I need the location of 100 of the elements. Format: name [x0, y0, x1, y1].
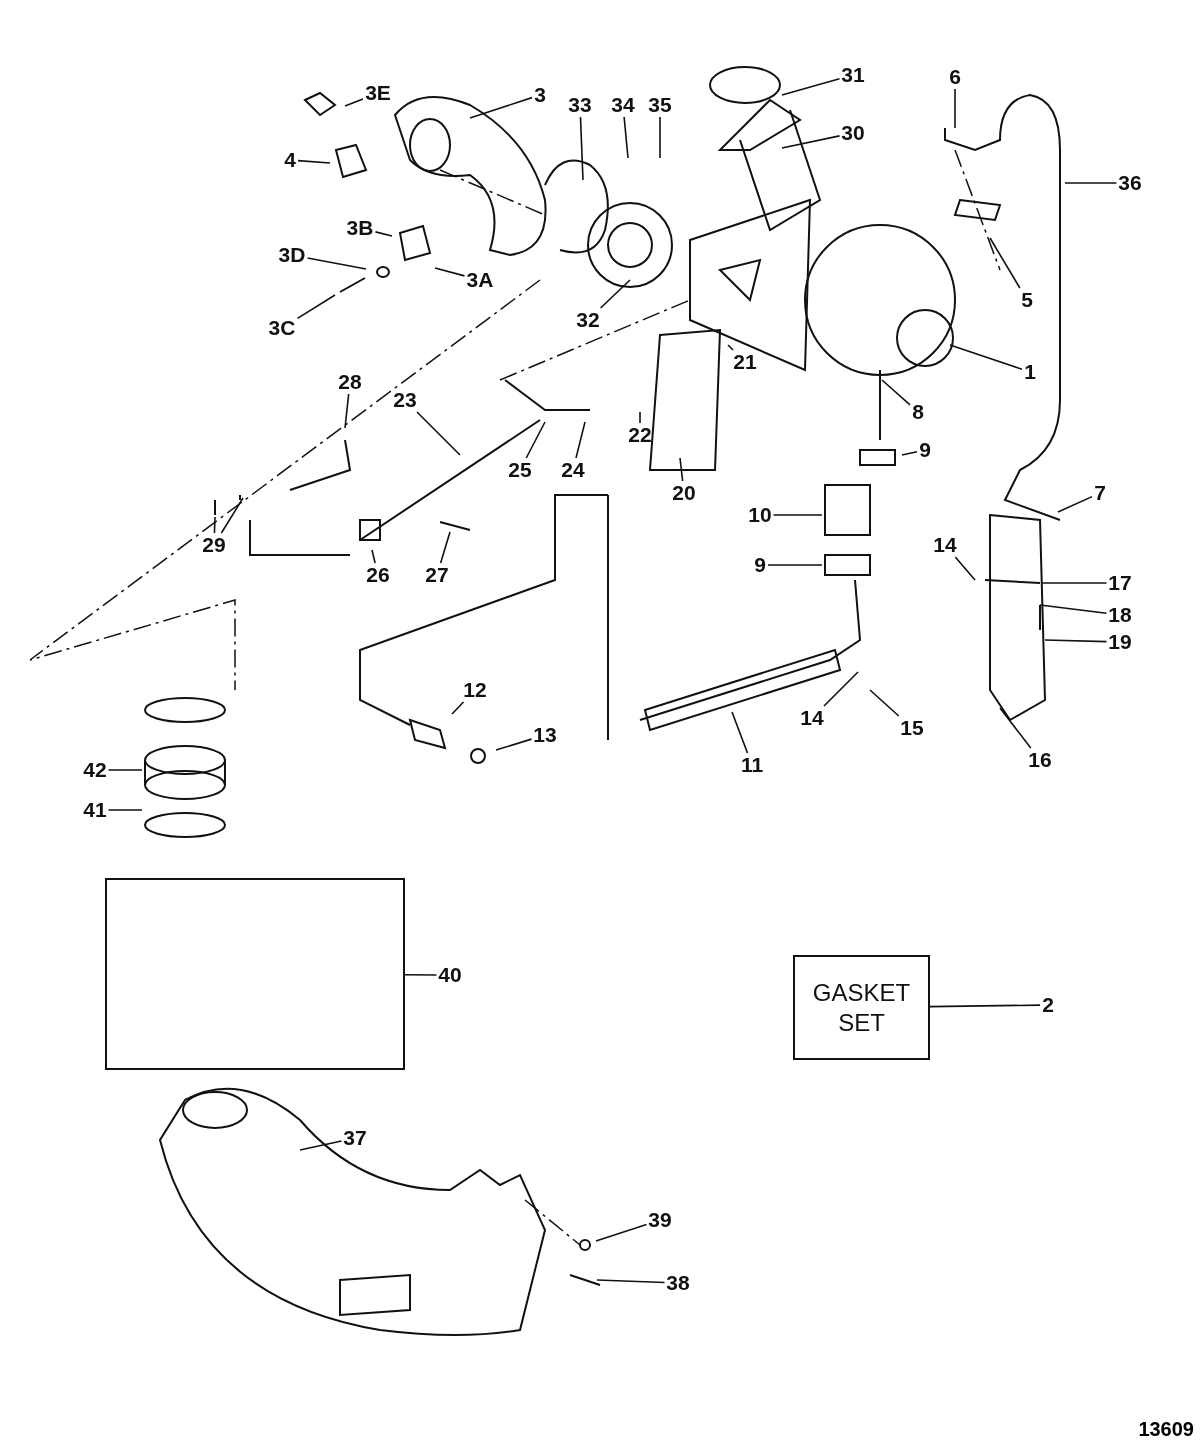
leader-line	[299, 1140, 343, 1151]
leader-line	[575, 421, 586, 459]
callout-number: 33	[566, 93, 594, 117]
callout-number: 30	[839, 121, 867, 145]
callout-number: 29	[200, 533, 228, 557]
leader-line	[439, 531, 451, 564]
leader-line	[767, 564, 823, 566]
callout-number: 4	[282, 148, 298, 172]
leader-line	[999, 707, 1032, 749]
leader-line	[374, 231, 393, 237]
callout-number: 3D	[276, 243, 308, 267]
callout-number: 31	[839, 63, 867, 87]
leader-line	[599, 279, 631, 309]
leader-line	[781, 78, 841, 96]
callout-number: 23	[391, 388, 419, 412]
callout-number: 8	[910, 400, 926, 424]
leader-line	[823, 671, 859, 707]
leader-line	[1057, 495, 1093, 513]
leader-line	[781, 135, 841, 149]
callout-number: 9	[752, 553, 768, 577]
callout-number: 14	[798, 706, 826, 730]
callout-number: 6	[947, 65, 963, 89]
leader-line	[107, 769, 143, 771]
leader-line	[434, 267, 466, 277]
callout-number: 12	[461, 678, 489, 702]
callout-number: 38	[664, 1271, 692, 1295]
leader-line	[881, 379, 911, 406]
callout-number: 26	[364, 563, 392, 587]
callout-number: 2	[1040, 993, 1056, 1017]
callout-number: 3E	[363, 81, 393, 105]
leader-line	[954, 88, 956, 129]
callout-number: 3C	[266, 316, 298, 340]
callout-number: 27	[423, 563, 451, 587]
leader-line	[1041, 582, 1108, 584]
leader-line	[344, 98, 364, 107]
leader-line	[731, 711, 749, 754]
leader-line	[1044, 639, 1108, 643]
callout-number: 10	[746, 503, 774, 527]
leader-line	[451, 701, 465, 715]
callout-number: 41	[81, 798, 109, 822]
callout-number: 19	[1106, 630, 1134, 654]
leader-line	[595, 1223, 648, 1242]
leader-line	[623, 116, 629, 159]
callout-number: 24	[559, 458, 587, 482]
leader-line	[639, 411, 641, 424]
leader-line	[495, 738, 533, 751]
callout-number: 36	[1116, 171, 1144, 195]
leader-line	[371, 549, 376, 564]
callout-number: 25	[506, 458, 534, 482]
leader-line	[344, 393, 350, 429]
leader-line	[220, 497, 244, 534]
leader-line	[213, 516, 216, 534]
leader-line	[416, 411, 461, 456]
kit-label: GASKET SET	[811, 977, 912, 1038]
leader-line	[929, 1004, 1041, 1008]
leader-line	[469, 96, 533, 119]
callout-number: 20	[670, 481, 698, 505]
figure-number: 13609	[1138, 1418, 1194, 1441]
leader-line	[869, 689, 900, 717]
callout-number: 22	[626, 423, 654, 447]
callout-number: 11	[739, 753, 765, 777]
callout-number: 18	[1106, 603, 1134, 627]
leader-line	[525, 421, 546, 459]
callout-number: 21	[731, 350, 759, 374]
callout-number: 3A	[464, 268, 496, 292]
callout-number: 3B	[344, 216, 376, 240]
kit-frame	[105, 878, 405, 1070]
leader-line	[727, 344, 734, 351]
leader-line	[107, 809, 143, 811]
callout-number: 5	[1019, 288, 1035, 312]
leader-line	[772, 514, 823, 516]
callout-number: 35	[646, 93, 674, 117]
callout-number: 1	[1022, 360, 1038, 384]
callout-number: 28	[336, 370, 364, 394]
callout-number: 13	[531, 723, 559, 747]
leader-line	[954, 556, 976, 581]
leader-line	[901, 450, 918, 456]
callout-number: 3	[532, 83, 548, 107]
leader-line	[596, 1279, 666, 1284]
leader-line	[404, 973, 438, 976]
callout-number: 40	[436, 963, 464, 987]
callout-number: 14	[931, 533, 959, 557]
callout-number: 15	[898, 716, 926, 740]
leader-line	[989, 237, 1021, 289]
leader-line	[659, 116, 661, 159]
callout-number: 32	[574, 308, 602, 332]
leader-line	[296, 294, 336, 320]
leader-line	[297, 159, 331, 164]
leader-line	[1039, 604, 1108, 615]
callout-number: 16	[1026, 748, 1054, 772]
callout-number: 37	[341, 1126, 369, 1150]
callout-number: 9	[917, 438, 933, 462]
leader-line	[306, 257, 367, 270]
callout-number: 17	[1106, 571, 1134, 595]
leader-line	[679, 457, 684, 482]
leader-line	[579, 116, 584, 181]
leader-line	[1064, 182, 1118, 184]
callout-number: 7	[1092, 481, 1108, 505]
callout-number: 34	[609, 93, 637, 117]
callout-number: 42	[81, 758, 109, 782]
